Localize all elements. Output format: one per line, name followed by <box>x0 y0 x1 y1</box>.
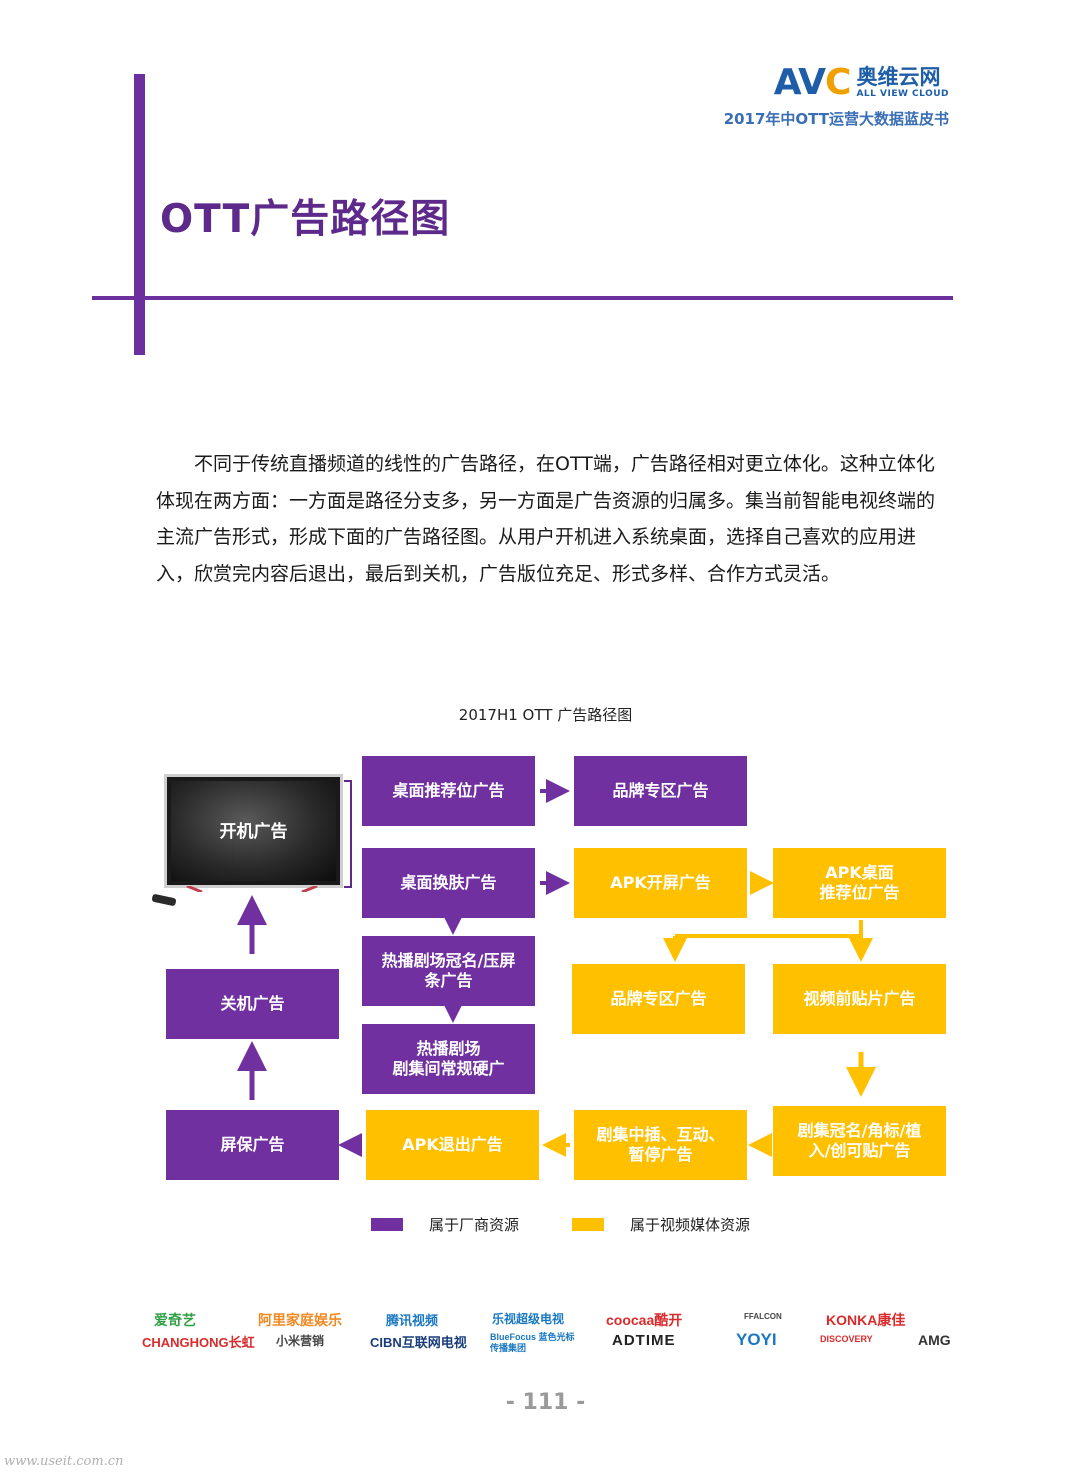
node-apk-desktop-ad: APK桌面 推荐位广告 <box>773 848 946 918</box>
logo-coocaa: coocaa酷开 <box>606 1312 683 1328</box>
logo-letv: 乐视超级电视 <box>492 1312 565 1326</box>
legend-media: 属于视频媒体资源 <box>572 1214 750 1235</box>
bracket-connector <box>344 780 352 888</box>
node-sponsor-ad: 剧集冠名/角标/植 入/创可贴广告 <box>773 1106 946 1176</box>
avc-logo-c: C <box>825 62 851 103</box>
watermark: www.useit.com.cn <box>4 1454 124 1469</box>
page-number: - 111 - <box>505 1390 586 1415</box>
logo-ffalcon: FFALCON <box>744 1312 782 1321</box>
node-hot-title-ad: 热播剧场冠名/压屏 条广告 <box>362 936 535 1006</box>
figure-title: 2017H1 OTT 广告路径图 <box>458 706 633 724</box>
logo-yoyi: YOYI <box>736 1330 777 1349</box>
node-shutdown-ad: 关机广告 <box>166 969 339 1039</box>
partner-logos: 爱奇艺 阿里家庭娱乐 腾讯视频 乐视超级电视 coocaa酷开 FFALCON … <box>140 1308 955 1358</box>
node-midroll-ad: 剧集中插、互动、 暂停广告 <box>574 1110 747 1180</box>
node-apk-exit-ad: APK退出广告 <box>366 1110 539 1180</box>
node-brand-zone-ad-1: 品牌专区广告 <box>574 756 747 826</box>
logo-tencent-video: 腾讯视频 <box>386 1313 439 1328</box>
logo-iqiyi: 爱奇艺 <box>154 1312 196 1328</box>
tv-stand <box>186 886 318 892</box>
logo-xiaomi: 小米营销 <box>276 1334 325 1348</box>
node-preroll-ad: 视频前贴片广告 <box>773 964 946 1034</box>
arrow-apk-desktop-split <box>675 920 863 938</box>
brand-name-en: ALL VIEW CLOUD <box>856 89 949 99</box>
logo-adtime: ADTIME <box>612 1332 676 1349</box>
brand-name-cn: 奥维云网 <box>856 65 941 89</box>
node-screensaver-ad: 屏保广告 <box>166 1110 339 1180</box>
legend-vendor: 属于厂商资源 <box>371 1214 519 1235</box>
node-apk-splash-ad: APK开屏广告 <box>574 848 747 918</box>
logo-ali-home: 阿里家庭娱乐 <box>258 1312 342 1328</box>
tv-screen <box>171 781 336 881</box>
logo-amg: AMG <box>918 1332 951 1348</box>
logo-bluefocus: BlueFocus 蓝色光标传播集团 <box>490 1332 575 1353</box>
node-desktop-skin-ad: 桌面换肤广告 <box>362 848 535 918</box>
legend-vendor-label: 属于厂商资源 <box>429 1216 520 1234</box>
logo-changhong: CHANGHONG长虹 <box>142 1335 255 1350</box>
title-divider <box>92 296 953 300</box>
logo-cibn: CIBN互联网电视 <box>370 1335 467 1350</box>
page-title: OTT广告路径图 <box>160 197 451 242</box>
brand-logo: AVC 奥维云网 ALL VIEW CLOUD <box>774 64 949 102</box>
avc-logo: AVC <box>773 62 852 103</box>
node-hot-hard-ad: 热播剧场 剧集间常规硬广 <box>362 1024 535 1094</box>
legend-vendor-swatch <box>371 1218 403 1231</box>
node-desktop-recommend-ad: 桌面推荐位广告 <box>362 756 535 826</box>
node-brand-zone-ad-2: 品牌专区广告 <box>572 964 745 1034</box>
logo-konka: KONKA康佳 <box>826 1312 906 1328</box>
logo-discovery: DISCOVERY <box>820 1334 873 1344</box>
tv-illustration: 开机广告 <box>164 774 343 888</box>
node-boot-ad: 开机广告 <box>219 822 288 842</box>
legend-media-label: 属于视频媒体资源 <box>630 1216 751 1234</box>
brand-name: 奥维云网 ALL VIEW CLOUD <box>856 66 949 100</box>
document-title: 2017年中OTT运营大数据蓝皮书 <box>723 110 949 128</box>
legend-media-swatch <box>572 1218 604 1231</box>
title-accent-bar <box>134 74 145 355</box>
body-paragraph: 不同于传统直播频道的线性的广告路径，在OTT端，广告路径相对更立体化。这种立体化… <box>156 453 936 585</box>
